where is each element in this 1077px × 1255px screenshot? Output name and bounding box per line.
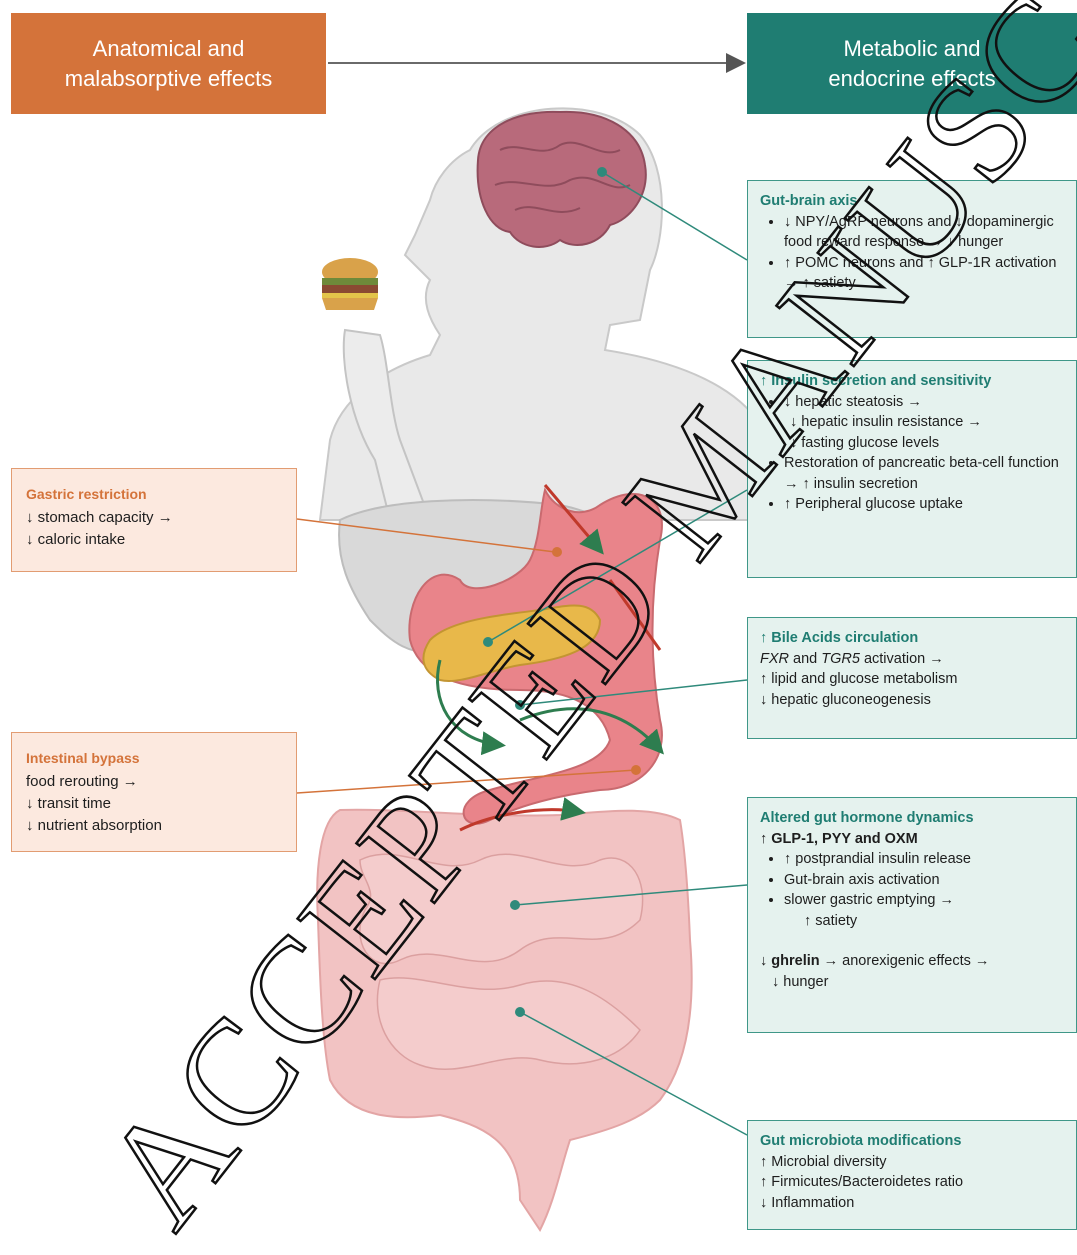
intestinal-marker <box>631 765 641 775</box>
pancreas-marker <box>483 637 493 647</box>
fxr-label: FXR <box>760 651 789 667</box>
gastric-line-1: ↓ stomach capacity → <box>26 507 282 529</box>
bile-and: and <box>789 651 821 667</box>
insulin-sub-1: ↓ hepatic insulin resistance → <box>760 412 1064 433</box>
intestinal-line-1: food rerouting → <box>26 771 282 793</box>
ghrelin-rest: → anorexigenic effects → <box>820 953 990 969</box>
hormone-sub: ↑ satiety <box>760 911 1064 932</box>
bile-line-1: FXR and TGR5 activation → <box>760 649 1064 670</box>
gut-hormone-box: Altered gut hormone dynamics ↑ GLP-1, PY… <box>747 797 1077 1033</box>
microbiota-line-3: ↓ Inflammation <box>760 1193 1064 1214</box>
gut-hormone-head: ↑ GLP-1, PYY and OXM <box>760 829 1064 850</box>
gut-brain-bullet-1: ↓ NPY/AgRP neurons and ↓ dopaminergic fo… <box>784 212 1064 253</box>
gut-brain-title: Gut-brain axis <box>760 191 1064 212</box>
gut-brain-bullet-2: ↑ POMC neurons and ↑ GLP-1R activation →… <box>784 253 1064 294</box>
microbiota-marker <box>515 1007 525 1017</box>
gastric-marker <box>552 547 562 557</box>
gastric-line-2: ↓ caloric intake <box>26 529 282 551</box>
bile-acids-title: ↑ Bile Acids circulation <box>760 628 1064 649</box>
bile-line-2: ↑ lipid and glucose metabolism <box>760 669 1064 690</box>
insulin-bullet-2: Restoration of pancreatic beta-cell func… <box>784 453 1064 494</box>
brain-marker <box>597 167 607 177</box>
microbiota-line-2: ↑ Firmicutes/Bacteroidetes ratio <box>760 1172 1064 1193</box>
bile-activation: activation → <box>860 651 944 667</box>
ghrelin-line: ↓ ghrelin → anorexigenic effects → <box>760 951 1064 972</box>
hormone-marker <box>510 900 520 910</box>
ghrelin-sub: ↓ hunger <box>760 972 1064 993</box>
gut-hormone-head-text: ↑ GLP-1, PYY and OXM <box>760 831 918 847</box>
intestinal-line-3: ↓ nutrient absorption <box>26 815 282 837</box>
burger-icon <box>322 258 378 310</box>
insulin-bullet-3: ↑ Peripheral glucose uptake <box>784 494 1064 515</box>
hormone-bullet-1: ↑ postprandial insulin release <box>784 849 1064 870</box>
gastric-restriction-box: Gastric restriction ↓ stomach capacity →… <box>11 468 297 572</box>
intestinal-line-2: ↓ transit time <box>26 793 282 815</box>
bile-marker <box>515 700 525 710</box>
bile-line-3: ↓ hepatic gluconeogenesis <box>760 690 1064 711</box>
gastric-restriction-title: Gastric restriction <box>26 483 282 505</box>
hormone-bullet-3: slower gastric emptying → <box>784 890 1064 911</box>
insulin-box: ↑ Insulin secretion and sensitivity ↓ he… <box>747 360 1077 578</box>
ghrelin-bold: ↓ ghrelin <box>760 953 820 969</box>
tgr5-label: TGR5 <box>821 651 860 667</box>
gut-hormone-title: Altered gut hormone dynamics <box>760 808 1064 829</box>
insulin-sub-2: ↓ fasting glucose levels <box>760 433 1064 454</box>
microbiota-line-1: ↑ Microbial diversity <box>760 1152 1064 1173</box>
gut-brain-axis-box: Gut-brain axis ↓ NPY/AgRP neurons and ↓ … <box>747 180 1077 338</box>
insulin-bullet-1: ↓ hepatic steatosis → <box>784 392 1064 413</box>
hormone-bullet-2: Gut-brain axis activation <box>784 870 1064 891</box>
bile-acids-box: ↑ Bile Acids circulation FXR and TGR5 ac… <box>747 617 1077 739</box>
intestinal-bypass-box: Intestinal bypass food rerouting → ↓ tra… <box>11 732 297 852</box>
microbiota-title: Gut microbiota modifications <box>760 1131 1064 1152</box>
insulin-title: ↑ Insulin secretion and sensitivity <box>760 371 1064 392</box>
microbiota-box: Gut microbiota modifications ↑ Microbial… <box>747 1120 1077 1230</box>
intestinal-bypass-title: Intestinal bypass <box>26 747 282 769</box>
